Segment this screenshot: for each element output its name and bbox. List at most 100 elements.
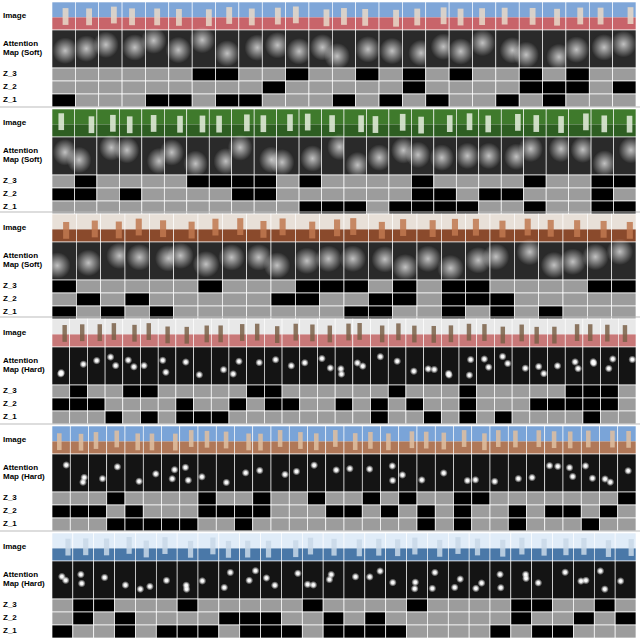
attention-blob xyxy=(418,476,426,484)
z-cell xyxy=(545,492,563,505)
z-cell xyxy=(449,68,472,81)
z-cell xyxy=(326,505,344,518)
z-cell xyxy=(99,68,122,81)
frame-border xyxy=(70,454,88,492)
frame-figure xyxy=(136,219,142,236)
attention-ground xyxy=(70,454,88,492)
attention-frame xyxy=(459,347,477,385)
frame-border xyxy=(569,137,591,175)
z-cell xyxy=(356,81,379,94)
attention-blob xyxy=(553,362,561,370)
z-cell xyxy=(494,411,512,424)
video-frame xyxy=(496,2,519,30)
z-cell xyxy=(477,398,495,411)
video-frame xyxy=(472,2,495,30)
z-cell xyxy=(519,68,542,81)
frame-figure xyxy=(294,324,298,341)
video-frame xyxy=(135,533,156,561)
attention-blob xyxy=(376,567,384,575)
video-frame xyxy=(472,426,490,454)
frame-figure xyxy=(341,8,347,25)
z-cell xyxy=(308,492,326,505)
z-cell xyxy=(508,505,526,518)
attention-ground xyxy=(381,454,399,492)
attention-blob xyxy=(389,579,397,587)
z-cell xyxy=(459,411,477,424)
attention-frame xyxy=(494,347,512,385)
frame-border xyxy=(563,454,581,492)
attention-frame xyxy=(365,561,386,599)
attention-frame xyxy=(591,137,617,177)
frame-border xyxy=(417,454,435,492)
z-cell xyxy=(548,411,566,424)
attention-blob xyxy=(113,463,121,471)
frame-figure xyxy=(92,221,98,238)
z-cell xyxy=(229,385,247,398)
z-cell xyxy=(448,625,469,638)
frame-ground xyxy=(123,334,141,347)
frame-border xyxy=(479,137,501,175)
z-cell xyxy=(240,612,261,625)
video-frame xyxy=(219,533,240,561)
frame-border xyxy=(247,319,265,347)
frame-figure xyxy=(393,10,399,27)
video-frame xyxy=(94,533,115,561)
z-cell xyxy=(94,612,115,625)
z-cell xyxy=(543,68,566,81)
video-frame xyxy=(601,319,619,347)
frame-border xyxy=(472,454,490,492)
attention-frame xyxy=(344,561,365,599)
video-frame xyxy=(448,533,469,561)
attention-frame xyxy=(512,347,530,385)
frame-figure xyxy=(482,433,487,450)
video-frame xyxy=(494,319,512,347)
frame-border xyxy=(591,137,613,175)
attention-frame xyxy=(308,454,326,492)
video-frame xyxy=(512,319,530,347)
video-frame xyxy=(52,319,70,347)
frame-figure xyxy=(83,538,88,555)
frame-ground xyxy=(614,124,636,137)
z-cell xyxy=(399,505,417,518)
z-cell xyxy=(52,505,70,518)
frame-border xyxy=(614,137,636,175)
attention-ground xyxy=(115,561,136,599)
attention-blob xyxy=(411,585,419,593)
frame-sky xyxy=(371,319,389,334)
z-cell xyxy=(469,625,490,638)
frame-border xyxy=(169,30,192,68)
frame-border xyxy=(277,137,299,175)
attention-blob xyxy=(193,251,220,278)
frame-sky xyxy=(99,2,122,17)
attention-ground xyxy=(563,454,581,492)
frame-border xyxy=(441,319,459,347)
z-cell xyxy=(176,411,194,424)
z-cell xyxy=(89,505,107,518)
frame-figure xyxy=(305,114,311,131)
z-cell xyxy=(73,625,94,638)
z-cell xyxy=(125,492,143,505)
video-frame xyxy=(417,214,441,242)
attention-blob xyxy=(324,43,350,70)
z-cell xyxy=(612,280,636,293)
frame-figure xyxy=(577,8,583,25)
z-cell xyxy=(125,280,149,293)
video-frame xyxy=(386,533,407,561)
attention-blob xyxy=(135,477,143,485)
z-cell xyxy=(73,599,94,612)
frame-border xyxy=(587,214,611,242)
frame-border xyxy=(240,533,261,561)
video-frame xyxy=(514,214,538,242)
attention-frame xyxy=(289,454,307,492)
z-cell xyxy=(52,81,75,94)
z-cell xyxy=(52,599,73,612)
z-cell xyxy=(344,625,365,638)
attention-frame xyxy=(75,242,102,280)
attention-ground xyxy=(177,561,198,599)
frame-border xyxy=(508,426,526,454)
frame-border xyxy=(232,109,254,137)
attention-frame xyxy=(94,561,115,599)
z-cell xyxy=(271,518,289,531)
z-cell xyxy=(546,188,568,201)
attention-blob xyxy=(521,364,529,372)
